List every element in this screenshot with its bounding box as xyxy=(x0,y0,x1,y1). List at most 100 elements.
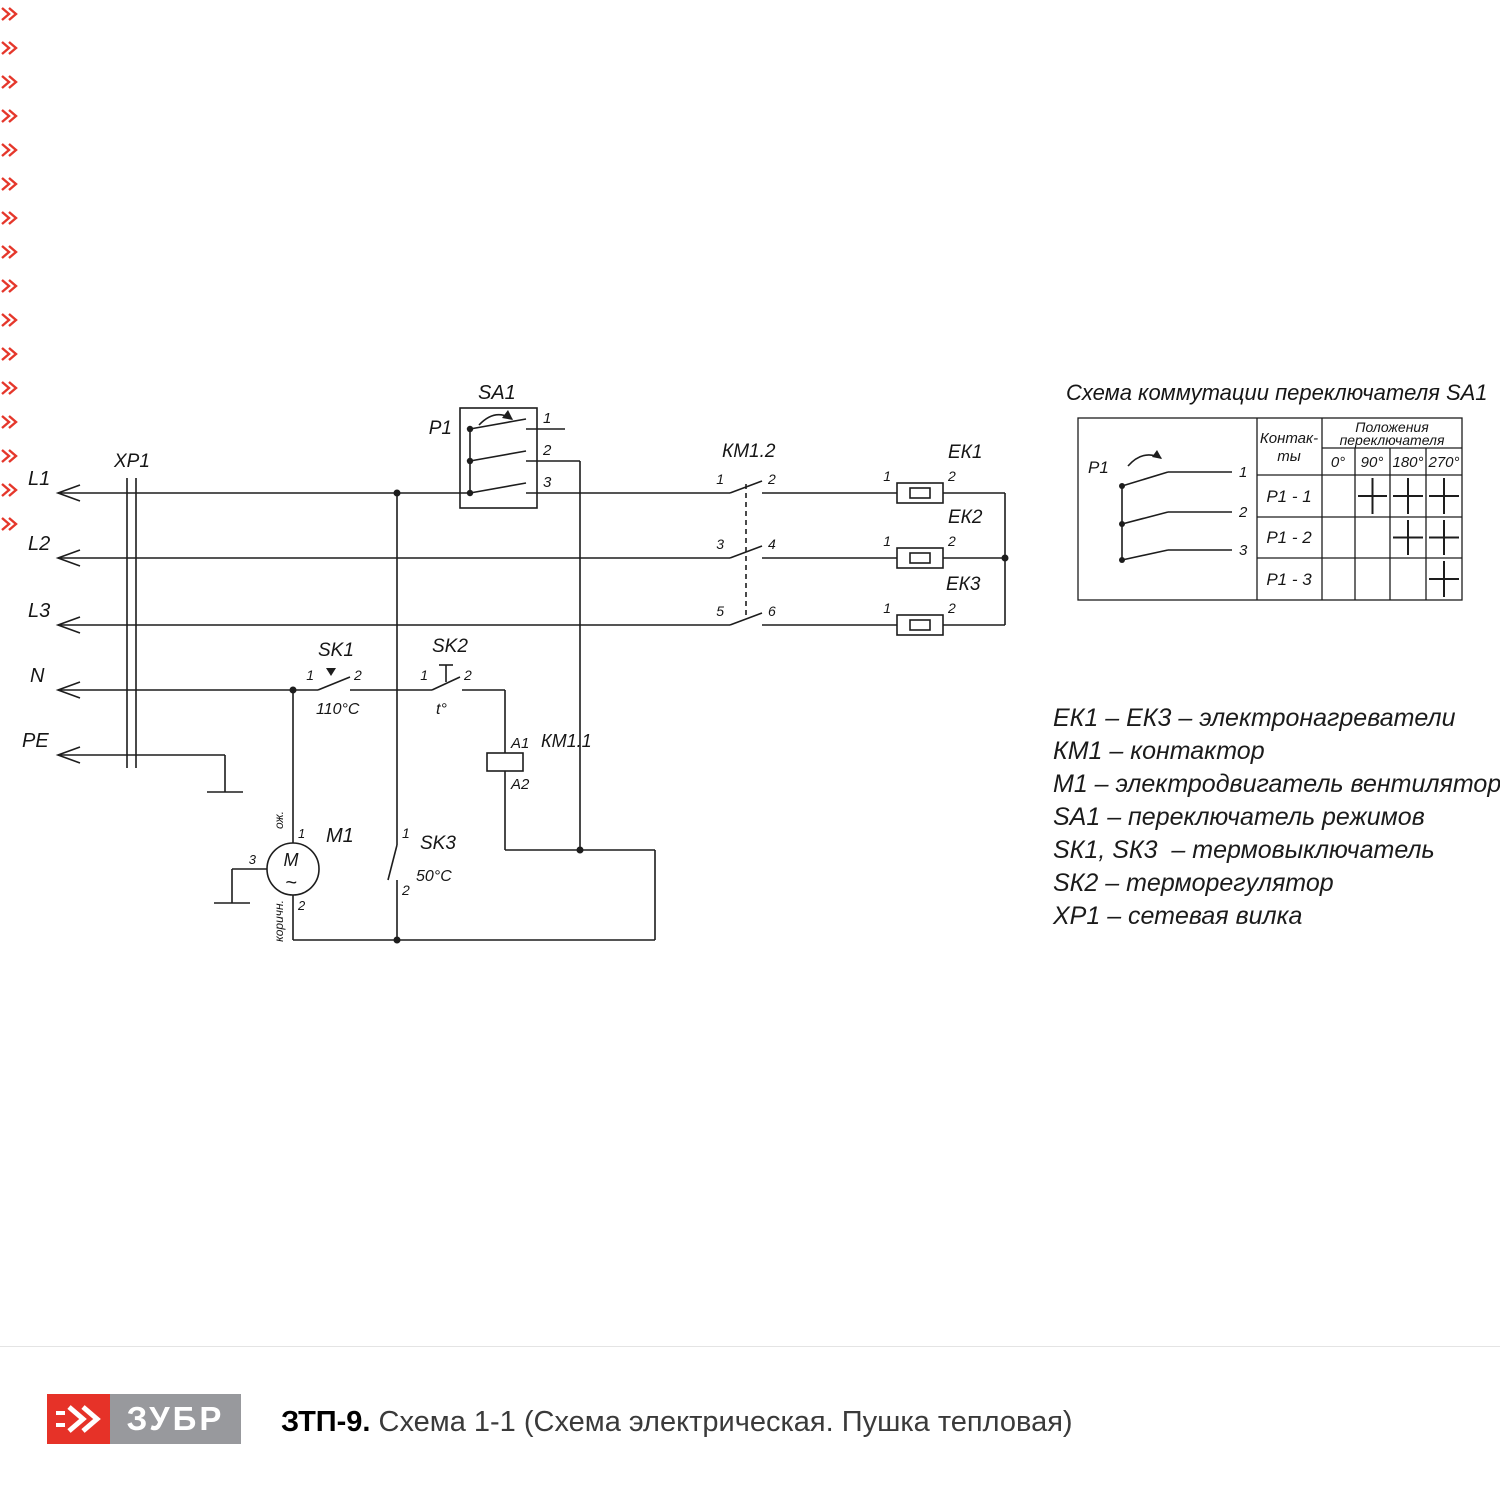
m1-wire-top-label: ож. xyxy=(272,811,286,829)
xp1-label: ХР1 xyxy=(113,451,150,472)
page-edge-mark-icon xyxy=(1,143,18,157)
switch-table: Схема коммутации переключателя SA1 P1 1 … xyxy=(1066,380,1488,601)
km12-t6: 6 xyxy=(768,603,776,619)
km12-t5: 5 xyxy=(716,603,724,619)
footer-title: ЗТП-9. Схема 1-1 (Схема электрическая. П… xyxy=(281,1406,1073,1439)
m1-label: М1 xyxy=(326,825,354,847)
sk1-t2: 2 xyxy=(353,667,362,683)
km11-a2: А2 xyxy=(510,776,530,793)
sk1-thermal-icon xyxy=(326,668,336,676)
legend-item: SК1, SК3 – термовыключатель xyxy=(1053,836,1435,864)
legend-item: SА1 – переключатель режимов xyxy=(1053,803,1425,831)
ek1-label: ЕК1 xyxy=(948,442,982,463)
footer-model: ЗТП-9. xyxy=(281,1406,371,1438)
table-switch-out2: 2 xyxy=(1238,504,1248,521)
wires xyxy=(55,407,1009,944)
table-cross-marks xyxy=(1358,478,1459,597)
table-positions-header-1: Положения xyxy=(1355,419,1429,435)
sa1-out2: 2 xyxy=(542,442,552,459)
sk1-label: SK1 xyxy=(318,640,354,661)
page-edge-mark-icon xyxy=(1,449,18,463)
km12-t4: 4 xyxy=(768,536,776,552)
sa1-out3: 3 xyxy=(543,474,552,491)
ek3-heater xyxy=(896,614,944,636)
legend-item: ЕК1 – ЕК3 – электронагреватели xyxy=(1053,704,1456,732)
table-frame xyxy=(1077,417,1463,601)
sk2-label: SK2 xyxy=(432,636,468,657)
ek3-label: ЕК3 xyxy=(946,574,981,595)
page-edge-marks xyxy=(1,7,18,531)
rail-label-l1: L1 xyxy=(28,468,50,490)
km12-contact-3 xyxy=(729,612,763,626)
table-row-label-p1-3: P1 - 3 xyxy=(1266,570,1312,589)
page-edge-mark-icon xyxy=(1,7,18,21)
table-contacts-header-2: ты xyxy=(1277,448,1301,465)
table-p1-label: P1 xyxy=(1088,458,1109,477)
sk1-contact xyxy=(317,676,351,691)
zubr-logo-text: ЗУБР xyxy=(110,1394,241,1444)
m1-t3: 3 xyxy=(249,852,257,867)
km11-coil xyxy=(486,752,524,772)
table-angle-180: 180° xyxy=(1392,454,1423,471)
sk1-temp: 110°С xyxy=(316,701,360,718)
page-edge-mark-icon xyxy=(1,177,18,191)
sk3-temp: 50°С xyxy=(416,868,452,885)
ek2-t1: 1 xyxy=(883,533,891,549)
km12-t2: 2 xyxy=(767,471,776,487)
sa1-p1-label: P1 xyxy=(429,418,452,439)
page-edge-mark-icon xyxy=(1,279,18,293)
ek2-heater xyxy=(896,547,944,569)
page-edge-mark-icon xyxy=(1,381,18,395)
rail-label-pe: PE xyxy=(22,730,49,752)
km11-label: КМ1.1 xyxy=(541,731,592,751)
m1-t1: 1 xyxy=(298,826,305,841)
page-edge-mark-icon xyxy=(1,211,18,225)
m1-wire-bottom-label: коричн. xyxy=(272,900,286,942)
sk3-t2: 2 xyxy=(401,882,410,898)
page-edge-mark-icon xyxy=(1,41,18,55)
km12-label: КМ1.2 xyxy=(722,441,776,462)
table-row-label-p1-1: P1 - 1 xyxy=(1266,487,1311,506)
km12-t3: 3 xyxy=(716,536,724,552)
page-edge-mark-icon xyxy=(1,347,18,361)
sk2-temp: t° xyxy=(436,701,447,718)
rail-label-l3: L3 xyxy=(28,600,50,622)
legend-item: ХР1 – сетевая вилка xyxy=(1053,902,1303,930)
legend-item: М1 – электродвигатель вентилятора xyxy=(1053,770,1500,798)
sk3-contact xyxy=(387,844,398,881)
footer-title-text: Схема 1-1 (Схема электрическая. Пушка те… xyxy=(370,1406,1073,1438)
page-edge-mark-icon xyxy=(1,313,18,327)
table-angle-270: 270° xyxy=(1427,454,1459,471)
km11-a1: А1 xyxy=(510,735,529,752)
schematic-labels: L1 L2 L3 N PE ХР1 SA1 P1 1 2 3 КМ1.2 1 2… xyxy=(22,382,983,942)
m1-letter: М xyxy=(284,850,299,870)
table-switch-out3: 3 xyxy=(1239,542,1248,559)
legend-item: КМ1 – контактор xyxy=(1053,737,1265,765)
legend-item: SК2 – терморегулятор xyxy=(1053,869,1334,897)
table-angle-90: 90° xyxy=(1361,454,1384,471)
ek1-t2: 2 xyxy=(947,468,956,484)
table-positions-header-2: переключателя xyxy=(1340,432,1445,448)
sk2-t1: 1 xyxy=(420,667,428,683)
zubr-logo-emblem-icon xyxy=(47,1394,110,1444)
sk3-label: SK3 xyxy=(420,833,456,854)
table-contacts-header-1: Контак- xyxy=(1260,430,1318,447)
sa1-out1: 1 xyxy=(543,410,551,427)
sa1-label: SA1 xyxy=(478,382,516,404)
table-angle-0: 0° xyxy=(1331,454,1345,471)
sk2-t2: 2 xyxy=(463,667,472,683)
sk3-t1: 1 xyxy=(402,825,410,841)
ek2-label: ЕК2 xyxy=(948,507,983,528)
footer-separator xyxy=(0,1346,1500,1347)
zubr-logo: ЗУБР xyxy=(47,1394,241,1444)
page-edge-mark-icon xyxy=(1,245,18,259)
rail-label-n: N xyxy=(30,665,45,687)
m1-wave: ~ xyxy=(285,872,297,894)
page-edge-mark-icon xyxy=(1,517,18,531)
table-row-label-p1-2: P1 - 2 xyxy=(1266,528,1312,547)
km12-t1: 1 xyxy=(716,471,724,487)
ek1-t1: 1 xyxy=(883,468,891,484)
m1-t2: 2 xyxy=(297,898,306,913)
